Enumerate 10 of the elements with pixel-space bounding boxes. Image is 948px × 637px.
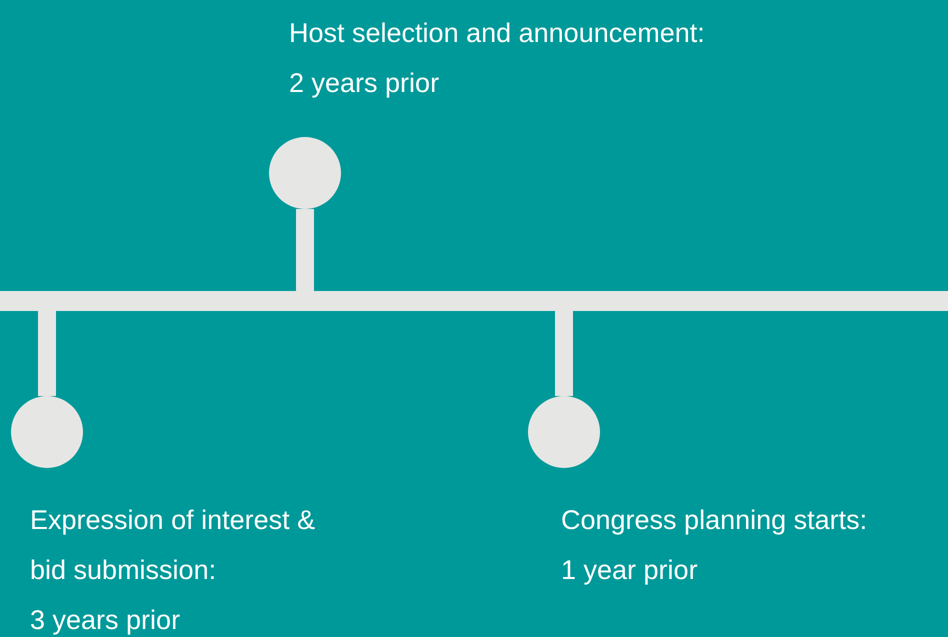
- milestone-label: Host selection and announcement:: [289, 17, 705, 50]
- timeline-bar: [0, 291, 948, 311]
- milestone-label: 3 years prior: [30, 604, 180, 637]
- milestone-label: Congress planning starts:: [561, 504, 868, 537]
- stem-line: [555, 311, 573, 396]
- milestone-label: Expression of interest & bid submission:: [30, 504, 316, 587]
- stem-line: [296, 209, 314, 291]
- milestone-label: 1 year prior: [561, 554, 698, 587]
- stem-line: [38, 311, 56, 396]
- milestone-label: 2 years prior: [289, 67, 440, 100]
